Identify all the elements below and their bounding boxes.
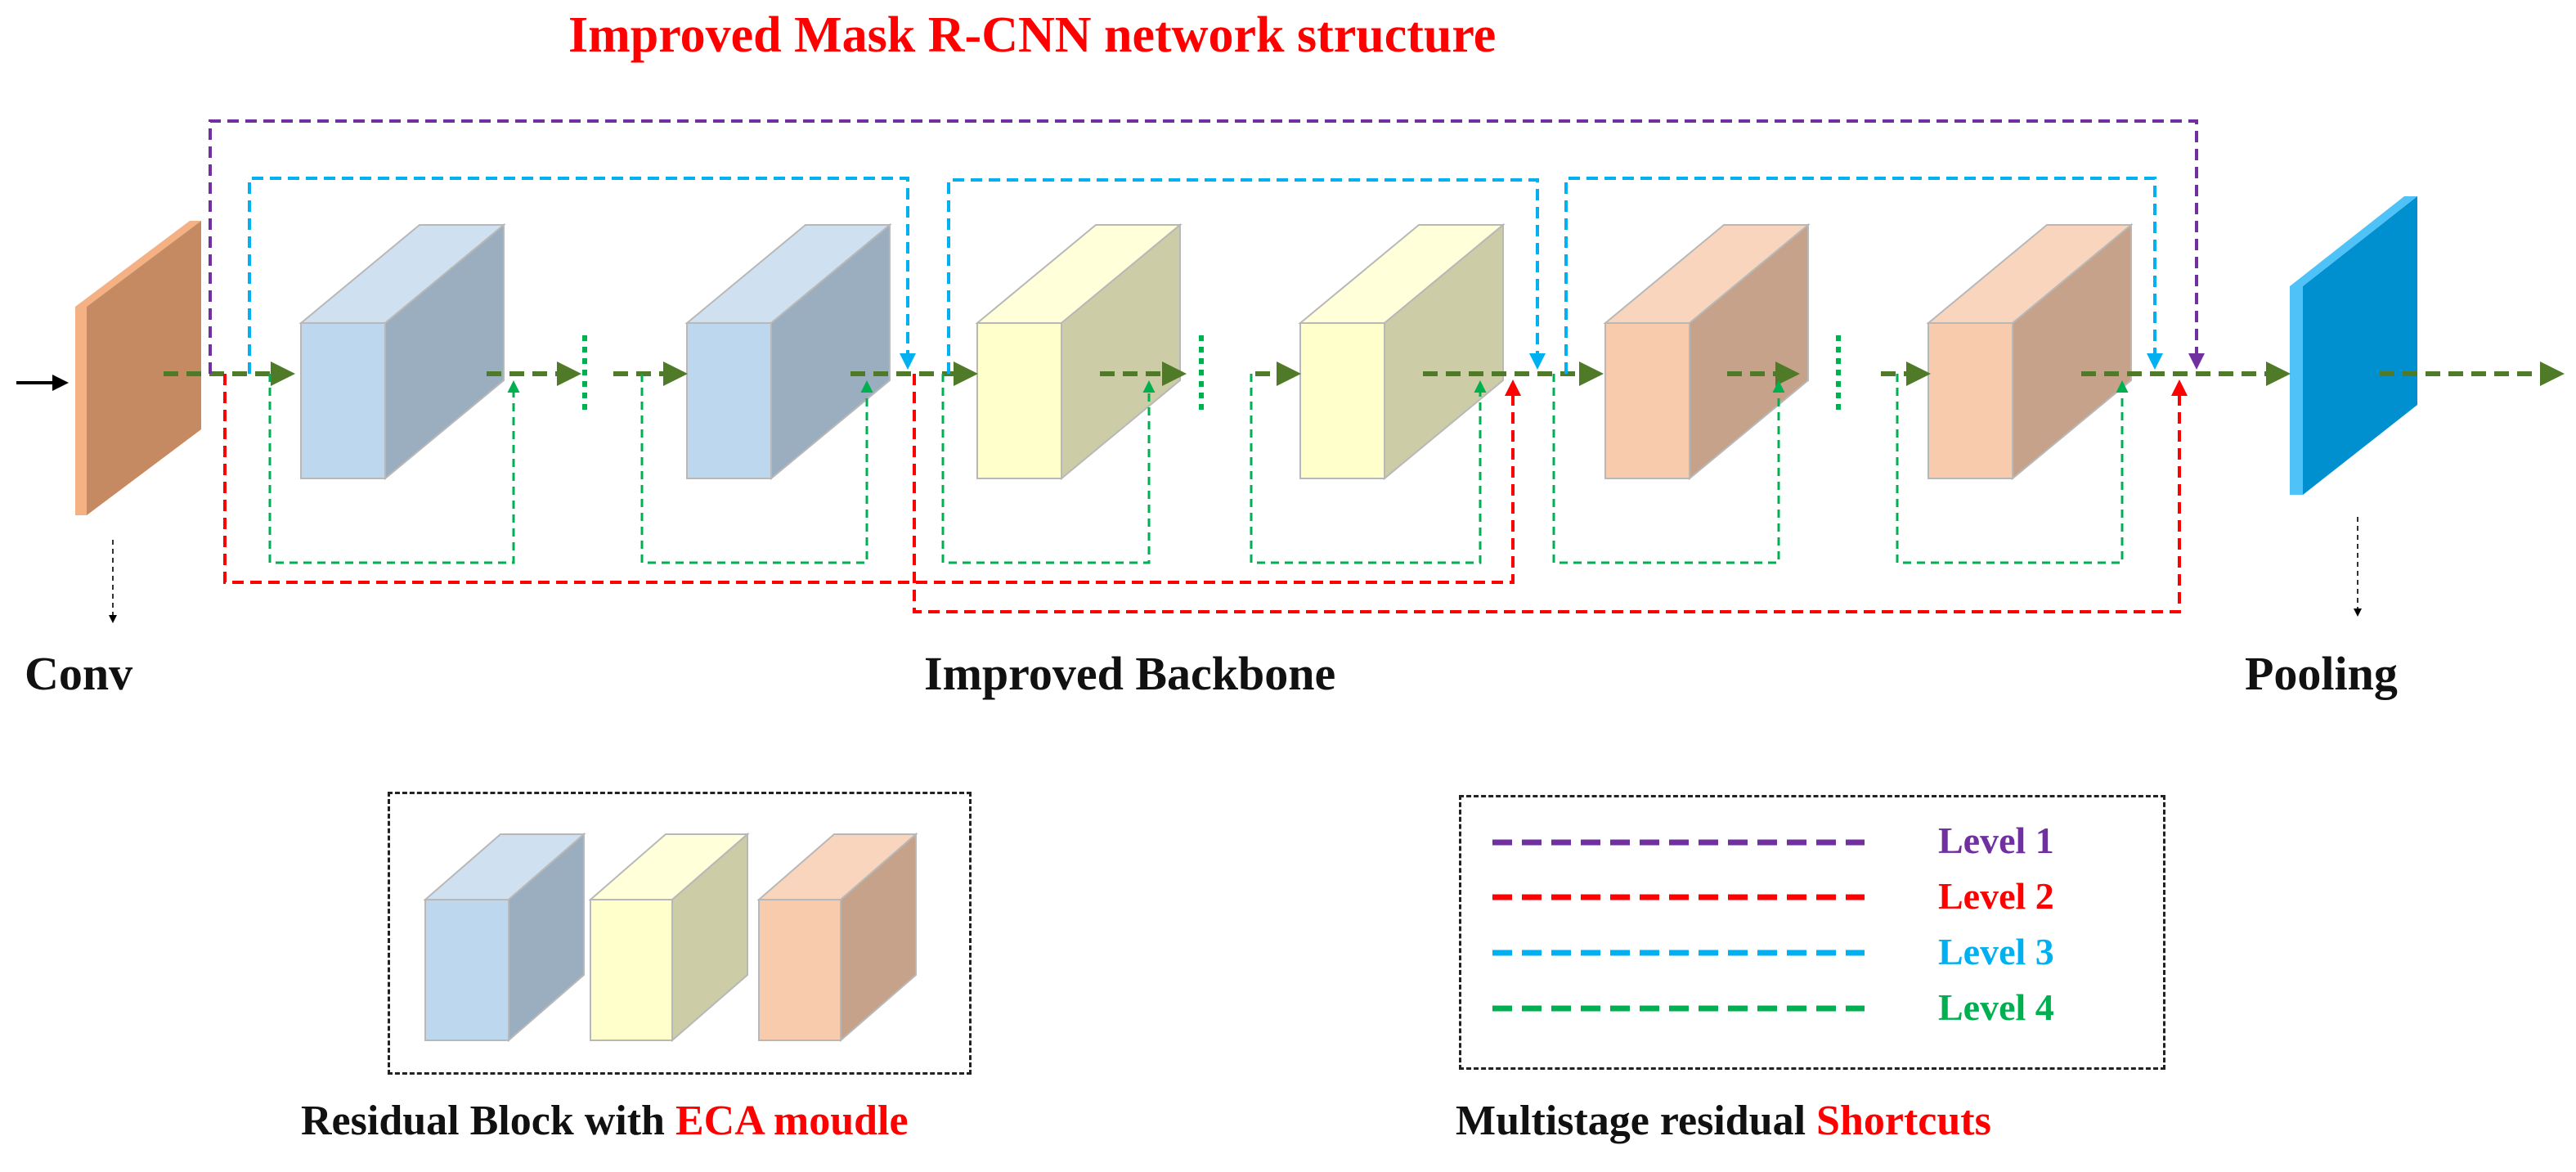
- ellipsis-dot-3-5: [1836, 381, 1841, 387]
- level3-shortcut-1: [248, 177, 916, 374]
- backbone-label: Improved Backbone: [924, 647, 1336, 700]
- residual-block-5-front: [1604, 322, 1690, 479]
- legend-level-4: Level 4: [1938, 986, 2054, 1028]
- residual-block-4-front: [1299, 322, 1385, 479]
- diagram-title: Improved Mask R-CNN network structure: [568, 7, 1497, 63]
- ellipsis-dot-1-3: [582, 358, 587, 364]
- conv-label: Conv: [25, 647, 133, 700]
- residual-caption-prefix: Residual Block with: [301, 1098, 675, 1144]
- level3-shortcut-3: [1564, 177, 2163, 374]
- legend-block-peach-front: [758, 899, 841, 1041]
- ellipsis-dot-2-3: [1199, 358, 1204, 364]
- residual-block-6-front: [1928, 322, 2013, 479]
- pooling-layer-face: [2303, 196, 2417, 495]
- conv-layer-edge: [75, 307, 87, 515]
- ellipsis-dot-1-7: [582, 404, 587, 410]
- conv-layer-top: [75, 221, 201, 307]
- ellipsis-dot-3-3: [1836, 358, 1841, 364]
- legend-level-3: Level 3: [1938, 931, 2054, 972]
- level1-shortcut: [209, 119, 2205, 374]
- level3-shortcut-2: [947, 178, 1546, 374]
- level4-shortcut-6: [1896, 374, 2129, 564]
- legend-block-blue-front: [424, 899, 509, 1041]
- level4-shortcut-2: [640, 374, 873, 564]
- ellipsis-dot-1-4: [582, 370, 587, 375]
- level4-shortcut-1: [268, 374, 520, 564]
- ellipsis-dot-2-2: [1199, 347, 1204, 352]
- ellipsis-dot-1-1: [582, 335, 587, 341]
- pooling-layer-top: [2290, 196, 2417, 286]
- residual-block-2-front: [686, 322, 772, 479]
- residual-block-legend-box: [388, 792, 972, 1075]
- level2-shortcut-1: [223, 374, 1521, 584]
- pooling-label: Pooling: [2245, 647, 2398, 700]
- ellipsis-dot-1-5: [582, 381, 587, 387]
- ellipsis-dot-3-2: [1836, 347, 1841, 352]
- ellipsis-dot-3-7: [1836, 404, 1841, 410]
- shortcuts-caption-prefix: Multistage residual: [1456, 1098, 1817, 1144]
- ellipsis-dot-3-6: [1836, 393, 1841, 398]
- level4-shortcut-4: [1250, 374, 1487, 564]
- residual-caption-highlight: ECA moudle: [675, 1098, 909, 1144]
- conv-layer-face: [87, 221, 201, 515]
- level2-shortcut-2: [913, 374, 2188, 613]
- shortcuts-legend-box: [1459, 795, 2165, 1070]
- ellipsis-dot-3-1: [1836, 335, 1841, 341]
- shortcuts-caption-highlight: Shortcuts: [1816, 1098, 1991, 1144]
- legend-level-2: Level 2: [1938, 875, 2054, 917]
- level4-shortcut-3: [941, 374, 1156, 564]
- ellipsis-dot-2-1: [1199, 335, 1204, 341]
- ellipsis-dot-2-5: [1199, 381, 1204, 387]
- ellipsis-dot-1-6: [582, 393, 587, 398]
- residual-block-caption: Residual Block with ECA moudle: [301, 1100, 909, 1143]
- residual-block-3-front: [976, 322, 1062, 479]
- shortcuts-caption: Multistage residual Shortcuts: [1456, 1100, 1991, 1143]
- ellipsis-dot-2-6: [1199, 393, 1204, 398]
- residual-block-1-front: [300, 322, 386, 479]
- ellipsis-dot-1-2: [582, 347, 587, 352]
- level4-shortcut-5: [1552, 374, 1785, 564]
- ellipsis-dot-3-4: [1836, 370, 1841, 375]
- ellipsis-dot-2-4: [1199, 370, 1204, 375]
- legend-block-yellow-front: [590, 899, 673, 1041]
- ellipsis-dot-2-7: [1199, 404, 1204, 410]
- legend-level-1: Level 1: [1938, 820, 2054, 861]
- pooling-layer-edge: [2290, 286, 2303, 495]
